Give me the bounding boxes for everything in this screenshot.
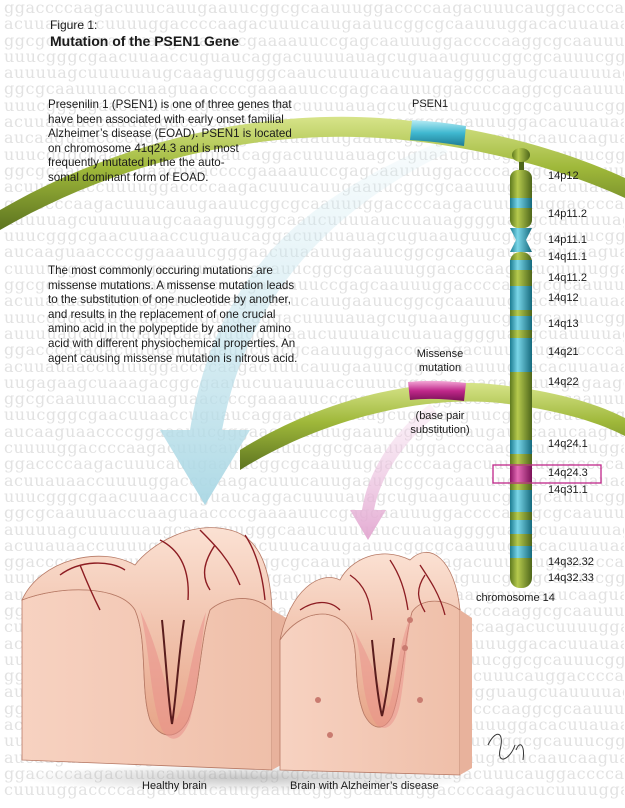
intro_lines-line: on chromosome 41q24.3 and is most bbox=[48, 141, 239, 155]
band-label-14q31-1: 14q31.1 bbox=[548, 484, 588, 496]
band-label-14q11-2: 14q11.2 bbox=[548, 272, 587, 284]
signature-mark bbox=[487, 733, 524, 761]
rna-sequence-row: acuuauaaccuuuuggaccccaagacuuucauugaauucg… bbox=[4, 291, 624, 311]
band-label-14q32-33: 14q32.33 bbox=[548, 572, 594, 584]
rna-sequence-row: ggcgcaauuuaccuaaguaaccccgaaaauuccgagcaau… bbox=[4, 275, 624, 295]
intro_lines-line: have been associated with early onset fa… bbox=[48, 112, 284, 126]
chromosome-label: chromosome 14 bbox=[476, 592, 555, 604]
intro_lines-line: frequently mutated in the the auto- bbox=[48, 156, 225, 170]
substitution-label-line2: substitution) bbox=[410, 424, 470, 436]
rna-sequence-row: auuuuagcuuuuuaugcaaaguugggcaaucuuuuaucuu… bbox=[4, 323, 624, 343]
band-label-14p12: 14p12 bbox=[548, 170, 579, 182]
rna-sequence-row: uuucgggcgaacuuaaccuguaucaggacuuuuauagcug… bbox=[4, 486, 624, 506]
band-label-14q21: 14q21 bbox=[548, 346, 579, 358]
rna-sequence-row: ggaccccaagacuuucauugaauucggcgcaauuuggacc… bbox=[4, 340, 624, 360]
rna-sequence-row: auuuuagcuuuuuaugcaaaguugggcaaucuuuuaucuu… bbox=[4, 519, 624, 539]
missense-label-line2: mutation bbox=[418, 362, 462, 374]
pink-arrow bbox=[350, 404, 438, 540]
alzheimer-brain-label: Brain with Alzheimer’s disease bbox=[290, 780, 439, 792]
band-label-14q11-1: 14q11.1 bbox=[548, 251, 587, 263]
rna-sequence-row: acuuauaaccuuuuggaccccaagacuuucauugaauucg… bbox=[4, 356, 624, 376]
missense_lines-line: and results in the replacement of one cr… bbox=[48, 307, 276, 321]
band-label-14q32-32: 14q32.32 bbox=[548, 556, 594, 568]
rna-sequence-row: acuuauaaccuuuuggaccccaagacuuucauugaauucg… bbox=[4, 470, 624, 490]
substitution-label-line1: (base pair bbox=[415, 410, 465, 422]
missense_lines-line: agent causing missense mutation is nitro… bbox=[48, 351, 298, 365]
chromosome-14 bbox=[510, 148, 532, 588]
rna-sequence-row: ggcgcaauuuaccuaaguaaccccgaaaauuccgagcaau… bbox=[4, 79, 624, 99]
band-label-14q12: 14q12 bbox=[548, 292, 579, 304]
band-label-14p11-2: 14p11.2 bbox=[548, 208, 587, 220]
rna-sequence-row: cuuuuggaccccaagacuuucauugaauucggcgcaauuu… bbox=[4, 438, 624, 458]
rna-sequence-row: auuuuagcuuuuuaugcaaaguugggcaaucuuuuaucuu… bbox=[4, 63, 624, 83]
missense_lines-line: acid with different physiochemical prope… bbox=[48, 336, 296, 350]
missense-mutation-segment bbox=[408, 380, 466, 401]
missense_lines-line: The most commonly occuring mutations are bbox=[48, 264, 273, 277]
rna-sequence-row: ggaccccaagacuuucauugaauucggcgcaauuuggacc… bbox=[4, 193, 624, 213]
rna-sequence-row: ggcgcaauuuaccuaaguaaccccgaaaauuccgagcaau… bbox=[4, 30, 624, 50]
intro-paragraph: Presenilin 1 (PSEN1) is one of three gen… bbox=[48, 98, 292, 186]
band-label-14q24-1: 14q24.1 bbox=[548, 438, 588, 450]
rna-sequence-row: ggaccccaagacuuucauugaauucggcgcaauuuggacc… bbox=[4, 454, 624, 474]
missense_lines-line: to the substitution of one nucleotide by… bbox=[48, 293, 291, 307]
rna-sequence-row: uuucgggcgaacuuaaccuguaucaggacuuuuauagcug… bbox=[4, 46, 624, 66]
band-label-14q13: 14q13 bbox=[548, 318, 579, 330]
rna-sequence-row: uuucgggcgaacuuaaccuguaucaggacuuuuauagcug… bbox=[4, 95, 624, 115]
figure-title: Mutation of the PSEN1 Gene bbox=[50, 33, 240, 49]
rna-sequence-row: cuuuuggaccccaagacuuucauugaauucggcgcaauuu… bbox=[4, 258, 624, 278]
blue-arrow bbox=[160, 142, 448, 505]
rna-sequence-row: uuucgggcgaacuuaaccuguaucaggacuuuuauagcug… bbox=[4, 307, 624, 327]
band-label-14p11-1: 14p11.1 bbox=[548, 234, 587, 246]
band-highlight-box bbox=[492, 464, 602, 484]
intro_lines-line: Presenilin 1 (PSEN1) is one of three gen… bbox=[48, 98, 292, 111]
rna-sequence-row: acuuauaaccuuuuggaccccaagacuuucauugaauucg… bbox=[4, 14, 624, 34]
psen1-label: PSEN1 bbox=[412, 98, 449, 110]
healthy-brain-label: Healthy brain bbox=[142, 780, 207, 792]
alzheimer-brain-illustration bbox=[279, 551, 472, 776]
missense-label-line1: Missense bbox=[416, 348, 464, 360]
psen1-gene-segment bbox=[410, 120, 466, 146]
missense_lines-line: amino acid in the polypeptide by another… bbox=[48, 322, 291, 336]
rna-sequence-row: acuuauaaccuuuuggaccccaagacuuucauugaauucg… bbox=[4, 177, 624, 197]
rna-sequence-row: aucaaguaaccccggaaauucgggaacuuaauugaauucg… bbox=[4, 242, 624, 262]
rna-sequence-row: ggcgcaauuuaccuaaguaaccccgaaaauuccgagcaau… bbox=[4, 503, 624, 523]
healthy-brain-illustration bbox=[21, 527, 290, 771]
intro_lines-line: somal dominant form of EOAD. bbox=[48, 170, 209, 184]
psen1-dna-strand bbox=[0, 116, 625, 230]
intro_lines-line: Alzheimer’s disease (EOAD). PSEN1 is loc… bbox=[48, 127, 292, 141]
band-label-14q22: 14q22 bbox=[548, 376, 579, 388]
band-label-14q24-3: 14q24.3 bbox=[548, 467, 588, 479]
figure-label: Figure 1: bbox=[50, 18, 98, 32]
missense-paragraph: The most commonly occuring mutations are… bbox=[48, 264, 297, 366]
rna-sequence-row: ggaccccaagacuuucauugaauucggcgcaauuuggacc… bbox=[4, 0, 624, 17]
rna-sequence-row: ggcgcaauuuaccuaaguaaccccgaaaauuccgagcaau… bbox=[4, 160, 624, 180]
missense_lines-line: missense mutations. A missense mutation … bbox=[48, 278, 295, 292]
